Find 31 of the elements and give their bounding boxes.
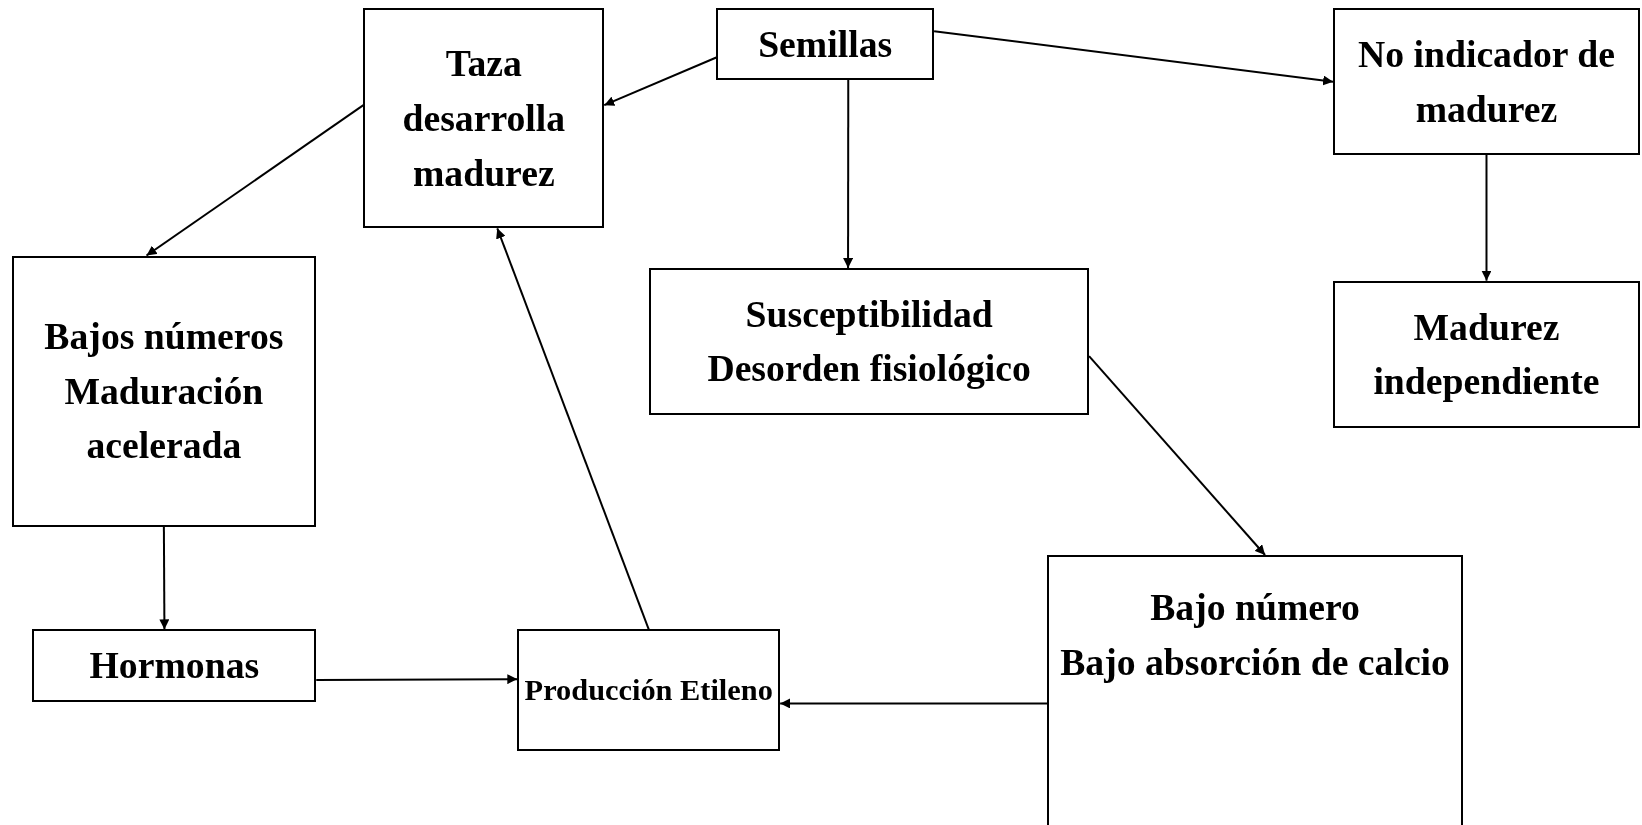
process-box [1047, 555, 1463, 825]
box-text: Susceptibilidad [745, 291, 993, 337]
box-text: Hormonas [89, 643, 260, 689]
box-text: Maduración acelerada [63, 368, 265, 469]
arrow [496, 227, 650, 631]
process-box [517, 629, 781, 751]
arrow [315, 674, 519, 685]
arrow [933, 30, 1335, 86]
process-box [1333, 280, 1640, 429]
arrow [603, 56, 718, 107]
arrow [1481, 154, 1492, 282]
box-text: Madurez independiente [1372, 304, 1601, 405]
box-text: Producción Etileno [524, 672, 773, 710]
process-box [11, 255, 317, 527]
process-box [716, 8, 935, 80]
box-text: Bajo número [1150, 585, 1360, 631]
process-box [1333, 8, 1640, 155]
process-box [363, 8, 605, 229]
arrow [843, 78, 854, 270]
arrow [159, 525, 170, 631]
box-text: Taza desarrolla madurez [401, 41, 567, 196]
arrow [145, 104, 365, 257]
arrow [779, 698, 1049, 709]
box-text: Semillas [758, 21, 893, 67]
arrow [1088, 355, 1267, 556]
box-text: Bajos números [44, 314, 284, 360]
box-text: Desorden fisiológico [707, 346, 1031, 392]
process-box [649, 268, 1090, 415]
process-box [32, 629, 317, 702]
box-text: No indicador de madurez [1357, 32, 1616, 132]
box-text: Bajo absorción de calcio [1060, 639, 1450, 685]
